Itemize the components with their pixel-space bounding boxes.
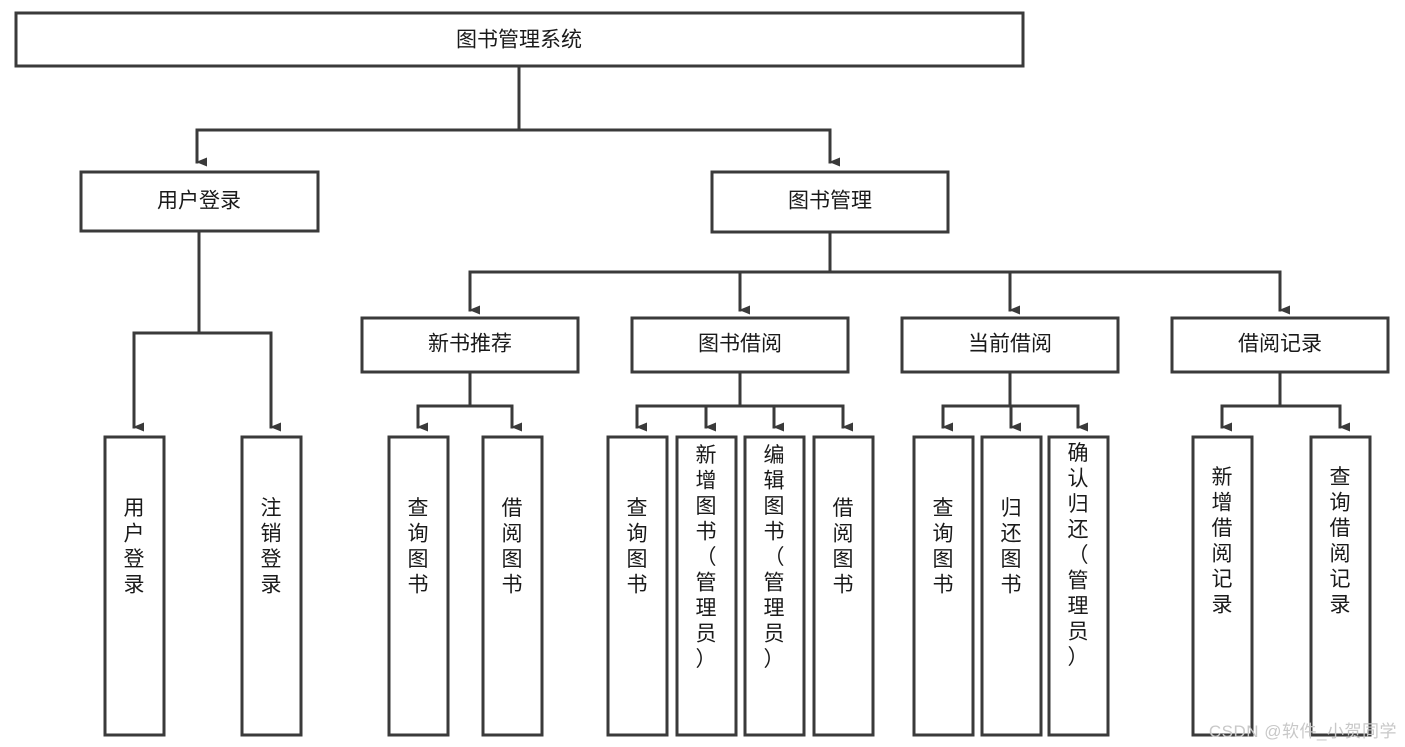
leaf-book-borrow-3[interactable]: 编辑图书（管理员） [743, 435, 806, 737]
leaf-book-borrow-3-box [743, 435, 806, 737]
leaf-current-borrow-3[interactable]: 确认归还（管理员） [1047, 435, 1110, 737]
leaf-current-borrow-3-label: 确认归还（管理员） [1068, 442, 1089, 669]
node-book-borrow-box [630, 316, 850, 374]
leaf-book-borrow-3-label: 编辑图书（管理员） [764, 444, 785, 671]
csdn-watermark: CSDN @软件_小贺同学 [1208, 722, 1397, 741]
leaf-current-borrow-1[interactable]: 查询图书 [912, 435, 975, 737]
leaf-borrow-record-2[interactable]: 查询借阅记录 [1309, 435, 1372, 737]
leaf-user-login-1-label: 用户登录 [124, 497, 145, 597]
leaf-borrow-record-1-label: 新增借阅记录 [1212, 466, 1233, 617]
node-root-book-management-system[interactable]: 图书管理系统 [14, 11, 1025, 68]
leaf-current-borrow-2[interactable]: 归还图书 [980, 435, 1043, 737]
node-book-management-label: 图书管理 [788, 190, 872, 213]
connector-group-book-manage [468, 230, 1290, 315]
connector-group-book-borrow [635, 370, 853, 432]
leaf-book-borrow-2[interactable]: 新增图书（管理员） [675, 435, 738, 737]
node-current-borrow-label: 当前借阅 [968, 333, 1052, 356]
leaf-book-borrow-4-label: 借阅图书 [833, 497, 854, 597]
leaf-borrow-record-2-label: 查询借阅记录 [1330, 466, 1351, 617]
node-borrow-record-label: 借阅记录 [1238, 333, 1322, 356]
leaf-new-book-1-box [387, 435, 450, 737]
leaf-borrow-record-1[interactable]: 新增借阅记录 [1191, 435, 1254, 737]
leaf-user-login-2[interactable]: 注销登录 [240, 435, 303, 737]
connector-group-root [195, 64, 840, 167]
leaf-user-login-2-box [240, 435, 303, 737]
leaf-user-login-2-label: 注销登录 [261, 497, 282, 597]
leaf-user-login-1[interactable]: 用户登录 [103, 435, 166, 737]
leaf-book-borrow-1[interactable]: 查询图书 [606, 435, 669, 737]
leaf-current-borrow-2-box [980, 435, 1043, 737]
leaf-borrow-record-1-box [1191, 435, 1254, 737]
leaf-borrow-record-2-box [1309, 435, 1372, 737]
node-current-borrow-box [900, 316, 1120, 374]
node-book-management[interactable]: 图书管理 [710, 170, 950, 234]
node-new-book-recommend-box [360, 316, 580, 374]
leaf-current-borrow-2-label: 归还图书 [1001, 497, 1022, 597]
leaf-book-borrow-4-box [812, 435, 875, 737]
leaf-book-borrow-2-box [675, 435, 738, 737]
leaf-user-login-1-box [103, 435, 166, 737]
node-book-borrow-label: 图书借阅 [698, 333, 782, 356]
connector-group-user-login [132, 229, 281, 432]
node-user-login[interactable]: 用户登录 [79, 170, 320, 233]
leaf-book-borrow-2-label: 新增图书（管理员） [696, 444, 717, 671]
node-book-borrow[interactable]: 图书借阅 [630, 316, 850, 374]
leaf-current-borrow-1-box [912, 435, 975, 737]
node-root-label: 图书管理系统 [456, 29, 582, 52]
node-current-borrow[interactable]: 当前借阅 [900, 316, 1120, 374]
node-borrow-record[interactable]: 借阅记录 [1170, 316, 1390, 374]
leaf-current-borrow-1-label: 查询图书 [933, 497, 954, 597]
leaf-new-book-1-label: 查询图书 [408, 497, 429, 597]
node-new-book-recommend-label: 新书推荐 [428, 333, 512, 356]
connector-group-borrow-record [1220, 370, 1350, 432]
leaf-new-book-2-box [481, 435, 544, 737]
leaf-book-borrow-1-box [606, 435, 669, 737]
leaf-new-book-2-label: 借阅图书 [502, 497, 523, 597]
connector-group-new-book [416, 370, 522, 432]
leaf-book-borrow-4[interactable]: 借阅图书 [812, 435, 875, 737]
node-new-book-recommend[interactable]: 新书推荐 [360, 316, 580, 374]
node-user-login-box [79, 170, 320, 233]
leaf-new-book-2[interactable]: 借阅图书 [481, 435, 544, 737]
leaf-book-borrow-1-label: 查询图书 [627, 497, 648, 597]
node-book-management-box [710, 170, 950, 234]
leaf-new-book-1[interactable]: 查询图书 [387, 435, 450, 737]
node-user-login-label: 用户登录 [157, 190, 241, 213]
connector-group-current-borrow [941, 370, 1088, 432]
leaf-current-borrow-3-box [1047, 435, 1110, 737]
node-borrow-record-box [1170, 316, 1390, 374]
node-root-box [14, 11, 1025, 68]
